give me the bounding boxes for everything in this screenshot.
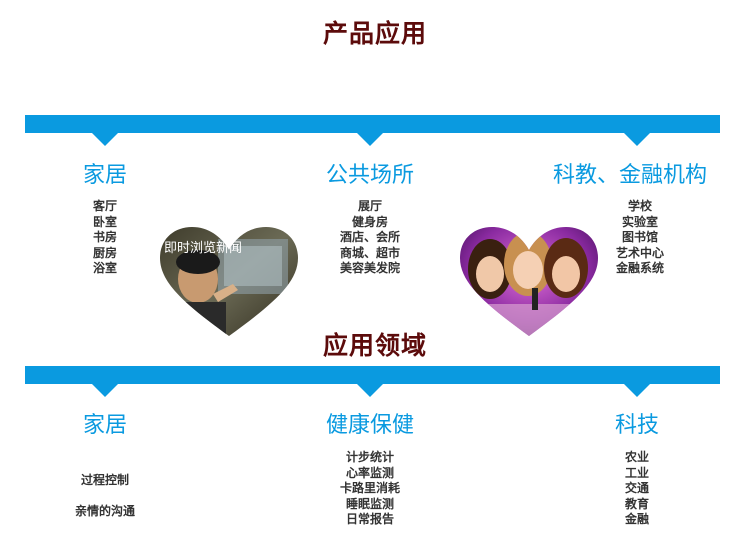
column-title-home: 家居 bbox=[82, 163, 127, 188]
list-item: 金融 bbox=[624, 512, 649, 526]
bar-notch bbox=[92, 133, 118, 146]
list-item: 酒店、会所 bbox=[339, 230, 400, 244]
column-title-education-finance: 科教、金融机构 bbox=[552, 163, 707, 188]
list-item: 浴室 bbox=[92, 261, 117, 275]
list-item: 实验室 bbox=[621, 214, 658, 229]
list-item: 过程控制 bbox=[80, 473, 129, 487]
list-item: 卧室 bbox=[92, 214, 117, 229]
list-item: 心率监测 bbox=[345, 465, 394, 480]
bar-notch bbox=[92, 384, 118, 397]
list-item: 美容美发院 bbox=[339, 261, 400, 275]
list-item: 图书馆 bbox=[621, 230, 658, 244]
list-item: 亲情的沟通 bbox=[74, 504, 135, 518]
list-item: 健身房 bbox=[351, 214, 388, 229]
list-item: 金融系统 bbox=[615, 261, 664, 275]
bar-notch bbox=[357, 133, 383, 146]
list-item: 教育 bbox=[624, 496, 649, 511]
list-item: 农业 bbox=[624, 450, 649, 464]
list-item: 卡路里消耗 bbox=[339, 481, 400, 495]
bar-notch bbox=[624, 384, 650, 397]
bar-notch bbox=[624, 133, 650, 146]
column-title-public: 公共场所 bbox=[325, 163, 414, 188]
list-item: 客厅 bbox=[92, 199, 117, 213]
list-item: 交通 bbox=[624, 481, 649, 495]
heart-photo-news: 即时浏览新闻 bbox=[160, 227, 298, 336]
column-list-home: 客厅 卧室 书房 厨房 浴室 bbox=[55, 199, 155, 277]
column-title-health: 健康保健 bbox=[325, 413, 414, 438]
bar-notch bbox=[357, 384, 383, 397]
column-list-education-finance: 学校 实验室 图书馆 艺术中心 金融系统 bbox=[580, 199, 700, 277]
photo-overlay-text: 即时浏览新闻 bbox=[164, 240, 242, 256]
list-item: 计步统计 bbox=[345, 450, 394, 464]
section-heading-application: 应用领域 bbox=[322, 331, 427, 360]
list-item: 学校 bbox=[627, 199, 652, 213]
section-bar-application bbox=[25, 366, 720, 384]
column-title-technology: 科技 bbox=[614, 413, 659, 438]
list-item: 商城、超市 bbox=[339, 245, 400, 260]
column-title-home-2: 家居 bbox=[82, 413, 127, 438]
list-item: 日常报告 bbox=[345, 512, 394, 526]
heart-photo-friends bbox=[460, 227, 598, 336]
column-list-home-2: 过程控制 亲情的沟通 bbox=[50, 465, 160, 527]
column-list-public: 展厅 健身房 酒店、会所 商城、超市 美容美发院 bbox=[310, 199, 430, 277]
list-item: 厨房 bbox=[92, 245, 117, 260]
column-list-health: 计步统计 心率监测 卡路里消耗 睡眠监测 日常报告 bbox=[310, 450, 430, 528]
list-item: 艺术中心 bbox=[615, 245, 664, 260]
section-bar-product bbox=[25, 115, 720, 133]
list-item: 展厅 bbox=[357, 199, 382, 213]
column-list-technology: 农业 工业 交通 教育 金融 bbox=[587, 450, 687, 528]
list-item: 工业 bbox=[624, 465, 649, 480]
list-item: 睡眠监测 bbox=[345, 496, 394, 511]
list-item: 书房 bbox=[92, 230, 117, 244]
section-heading-product: 产品应用 bbox=[322, 19, 427, 48]
